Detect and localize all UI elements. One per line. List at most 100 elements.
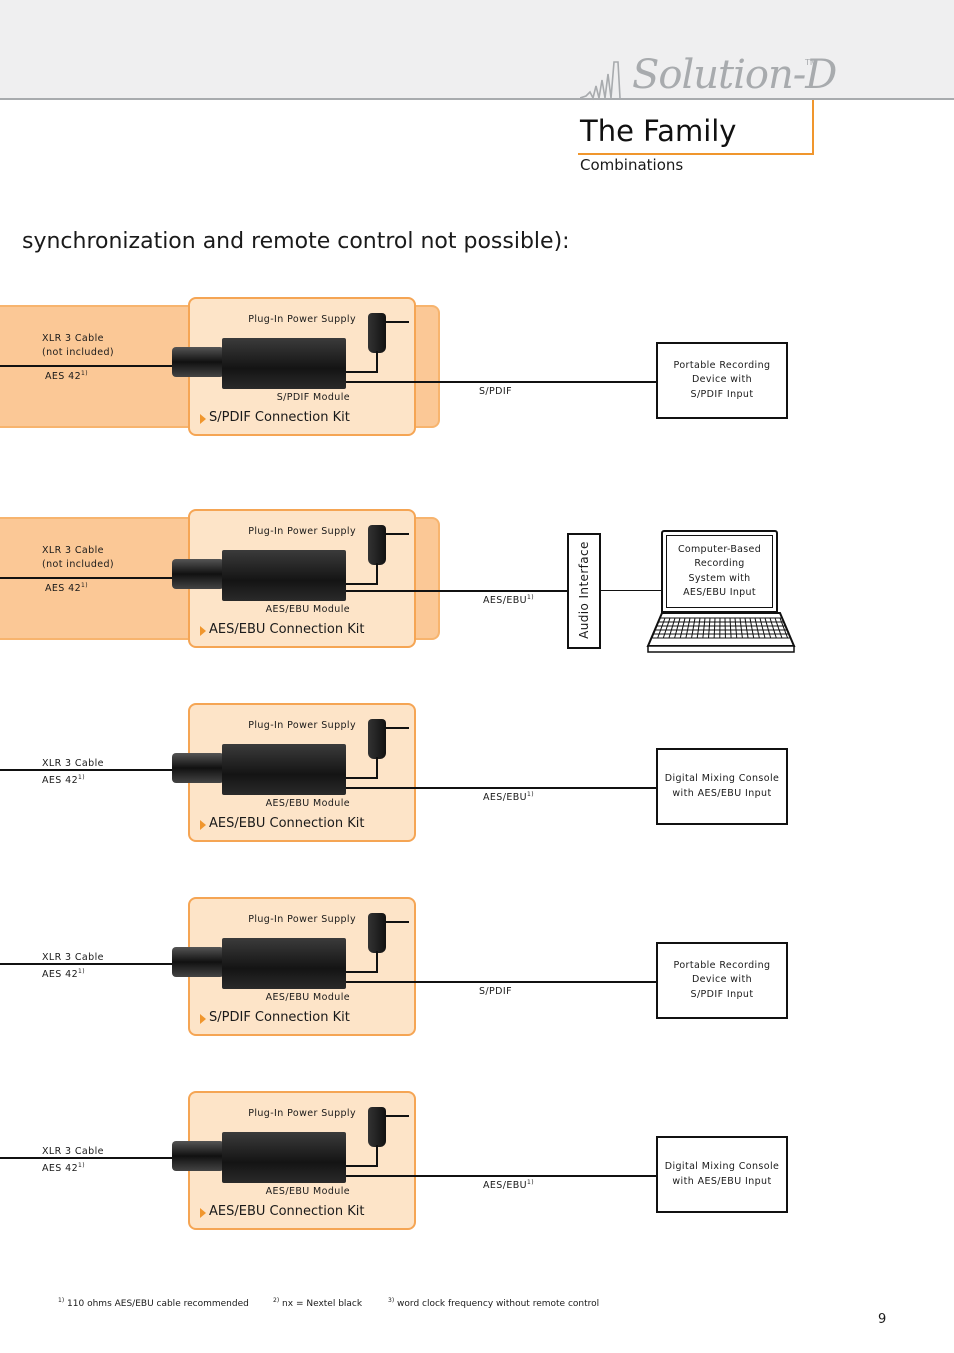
power-supply-label: Plug-In Power Supply xyxy=(248,314,356,325)
xlr-connector-icon xyxy=(172,947,224,977)
power-supply-icon xyxy=(368,719,386,759)
target-label: S/PDIF Input xyxy=(690,388,754,400)
arrow-icon xyxy=(200,1014,206,1024)
module-body xyxy=(222,550,346,601)
cable-label: XLR 3 Cable xyxy=(42,758,104,769)
brand-logo: Solution-D xyxy=(632,52,837,98)
signal-label: AES/EBU1) xyxy=(483,594,534,607)
power-cable xyxy=(376,351,378,373)
power-cable xyxy=(376,951,378,973)
power-cable xyxy=(346,583,378,585)
target-label: Portable Recording xyxy=(673,959,771,971)
power-supply-label: Plug-In Power Supply xyxy=(248,1108,356,1119)
aes-label: AES 421) xyxy=(42,1162,86,1175)
xlr-connector-icon xyxy=(172,753,224,783)
aes-label: AES 421) xyxy=(45,370,89,383)
target-label: Device with xyxy=(691,974,753,986)
target-device-box: Digital Mixing Console with AES/EBU Input xyxy=(656,1136,788,1213)
power-plug-pins xyxy=(385,533,409,535)
cable-label: XLR 3 Cable xyxy=(42,333,104,344)
power-plug-pins xyxy=(385,727,409,729)
xlr-connector-icon xyxy=(172,347,224,377)
power-cable xyxy=(376,757,378,779)
module-label: AES/EBU Module xyxy=(265,798,350,809)
power-cable xyxy=(346,1165,378,1167)
power-supply-label: Plug-In Power Supply xyxy=(248,526,356,537)
target-label: with AES/EBU Input xyxy=(672,1175,772,1187)
power-plug-pins xyxy=(385,321,409,323)
target-label: Digital Mixing Console xyxy=(664,1161,780,1172)
target-label: System with xyxy=(688,572,751,584)
arrow-icon xyxy=(200,626,206,636)
target-label: Portable Recording xyxy=(673,359,771,371)
xlr-cable-line xyxy=(0,577,174,579)
signal-cable-line xyxy=(346,787,656,789)
logo-waveform-icon xyxy=(580,61,621,101)
xlr-cable-line xyxy=(0,365,174,367)
power-cable xyxy=(346,777,378,779)
trademark: TM xyxy=(805,58,817,67)
signal-label: S/PDIF xyxy=(479,386,512,398)
power-cable xyxy=(346,971,378,973)
arrow-icon xyxy=(200,820,206,830)
target-label: Digital Mixing Console xyxy=(664,773,780,784)
power-plug-pins xyxy=(385,1115,409,1117)
xlr-cable-line xyxy=(0,1157,174,1159)
xlr-cable-line xyxy=(0,963,174,965)
power-plug-pins xyxy=(385,921,409,923)
interface-cable-line xyxy=(600,590,662,591)
module-body xyxy=(222,1132,346,1183)
arrow-icon xyxy=(200,1208,206,1218)
xlr-connector-icon xyxy=(172,559,224,589)
page-subtitle: Combinations xyxy=(580,156,684,174)
aes-label: AES 421) xyxy=(42,968,86,981)
module-label: AES/EBU Module xyxy=(265,992,350,1003)
power-supply-icon xyxy=(368,913,386,953)
power-supply-label: Plug-In Power Supply xyxy=(248,914,356,925)
power-supply-icon xyxy=(368,525,386,565)
laptop-keyboard-icon xyxy=(646,612,796,653)
target-label: Device with xyxy=(691,374,753,386)
kit-name: AES/EBU Connection Kit xyxy=(209,1204,365,1219)
target-label: AES/EBU Input xyxy=(683,587,756,598)
target-label: Computer-Based xyxy=(677,543,762,555)
section-heading: synchronization and remote control not p… xyxy=(22,229,570,254)
kit-name: AES/EBU Connection Kit xyxy=(209,622,365,637)
page-number: 9 xyxy=(878,1312,887,1327)
cable-label: XLR 3 Cable xyxy=(42,545,104,556)
xlr-cable-line xyxy=(0,769,174,771)
module-label: AES/EBU Module xyxy=(265,1186,350,1197)
module-body xyxy=(222,938,346,989)
audio-interface-box xyxy=(567,533,601,649)
cable-label: XLR 3 Cable xyxy=(42,952,104,963)
cable-label: (not included) xyxy=(42,347,115,358)
target-device-box: Digital Mixing Console with AES/EBU Input xyxy=(656,748,788,825)
signal-label: AES/EBU1) xyxy=(483,791,534,804)
target-label: Recording xyxy=(694,558,745,569)
page-title: The Family xyxy=(580,114,737,148)
module-label: S/PDIF Module xyxy=(276,392,350,403)
kit-name: AES/EBU Connection Kit xyxy=(209,816,365,831)
kit-name: S/PDIF Connection Kit xyxy=(209,1010,350,1025)
power-cable xyxy=(346,371,378,373)
signal-cable-line xyxy=(346,381,656,383)
footnote-3: 3) word clock frequency without remote c… xyxy=(388,1297,600,1309)
module-body xyxy=(222,744,346,795)
signal-label: AES/EBU1) xyxy=(483,1179,534,1192)
power-supply-label: Plug-In Power Supply xyxy=(248,720,356,731)
laptop-screen-frame xyxy=(661,530,778,613)
cable-label: XLR 3 Cable xyxy=(42,1146,104,1157)
signal-cable-line xyxy=(346,981,656,983)
kit-name: S/PDIF Connection Kit xyxy=(209,410,350,425)
footnote-1: 1) 110 ohms AES/EBU cable recommended xyxy=(58,1297,249,1309)
signal-cable-line xyxy=(346,590,567,592)
power-cable xyxy=(376,563,378,585)
xlr-connector-icon xyxy=(172,1141,224,1171)
module-label: AES/EBU Module xyxy=(265,604,350,615)
target-label: with AES/EBU Input xyxy=(672,787,772,799)
footnote-2: 2) nx = Nextel black xyxy=(273,1297,363,1309)
header-band xyxy=(0,0,954,100)
